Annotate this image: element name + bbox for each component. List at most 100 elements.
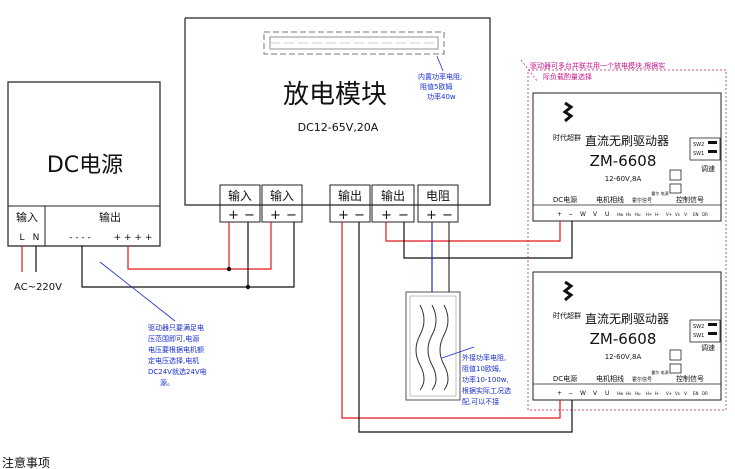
driver-2-title: 直流无刷驱动器 [585, 312, 669, 326]
terminal-input-1: 输入 [228, 188, 252, 203]
svg-text:DR: DR [702, 391, 708, 396]
terminal-polarity-marks: + − + − + − + − + − [228, 208, 453, 223]
driver-2-switch-b [669, 363, 682, 374]
external-resistor [405, 291, 461, 401]
svg-text:U: U [605, 390, 609, 397]
driver-2-speed: 调速 [701, 343, 715, 352]
driver-2-group-control: 控制信号 [676, 374, 704, 383]
terminal-resistor: 电阻 [426, 189, 450, 203]
internal-resistor-note: 内置功率电阻;阻值5欧姆功率40w [418, 72, 462, 101]
dc-supply-outline [7, 81, 161, 247]
wires [21, 221, 573, 433]
svg-text:EN: EN [693, 212, 699, 217]
driver-2-group-hall: 霍尔信号 [632, 376, 652, 383]
svg-text:DR: DR [702, 212, 708, 217]
driver-1-group-hall: 霍尔信号 [632, 197, 652, 204]
driver-2-brand: 时代超群 [553, 311, 581, 320]
svg-text:+: + [557, 211, 562, 218]
dc-supply-title: DC电源 [47, 153, 123, 178]
svg-text:Hu: Hu [635, 212, 641, 217]
svg-text:U: U [605, 211, 609, 218]
driver-1-sw1: SW1 [693, 151, 704, 157]
svg-text:−: − [568, 390, 573, 397]
brand-logo-icon [562, 101, 574, 123]
resistor-note-arrow [441, 346, 475, 359]
discharge-module-spec: DC12-65V,20A [298, 121, 379, 134]
ac-input-label: AC~220V [14, 282, 62, 293]
svg-text:V-: V- [684, 212, 689, 217]
dc-power-supply: DC电源 输入 输出 L N - - - - + + + + AC~220V [7, 81, 161, 293]
svg-text:−: − [286, 208, 297, 223]
external-resistor-note: 外接功率电阻,阻值10欧姆,功率10-100w, 根据实际工况选配,可以不接 [462, 353, 511, 406]
driver-1-spec: 12-60V,8A [605, 175, 642, 183]
svg-text:+: + [426, 208, 437, 223]
dc-supply-l: L [19, 233, 24, 243]
driver-1: 时代超群 直流无刷驱动器 ZM-6608 12-60V,8A SW2 SW1 调… [532, 92, 722, 222]
internal-note-arrow [436, 55, 444, 72]
driver-1-sw2: SW2 [693, 142, 704, 148]
svg-text:H-: H- [655, 212, 660, 217]
svg-text:W: W [580, 211, 586, 218]
driver-2-switch-a [669, 349, 682, 361]
driver-2-sw2: SW2 [693, 324, 704, 330]
svg-text:Hu: Hu [635, 391, 641, 396]
driver-1-group-dc: DC电源 [553, 195, 577, 204]
terminal-input-2: 输入 [270, 188, 294, 203]
driver-1-model: ZM-6608 [590, 152, 657, 170]
svg-text:V+: V+ [666, 212, 672, 217]
terminal-output-2: 输出 [381, 188, 405, 203]
internal-resistor-icon [263, 31, 445, 55]
svg-text:+: + [270, 208, 281, 223]
dc-supply-plus-terminals: + + + + [114, 233, 153, 243]
discharge-module: 放电模块 DC12-65V,20A 内置功率电阻;阻值5欧姆功率40w 输入 输… [184, 17, 491, 223]
driver-1-group-motor: 电机相线 [596, 195, 624, 204]
drivers-dashed-border [527, 69, 727, 411]
discharge-module-title: 放电模块 [283, 80, 387, 110]
parallel-drivers-note: 驱动器可多台并联共用一个放电模块,根据实际负载酌量选择 [530, 61, 665, 81]
dc-supply-minus-terminals: - - - - [69, 233, 91, 243]
svg-text:−: − [398, 208, 409, 223]
svg-text:Hv: Hv [626, 391, 632, 396]
discharge-module-outline [184, 17, 491, 206]
svg-text:−: − [442, 208, 453, 223]
svg-text:−: − [568, 211, 573, 218]
svg-text:H+: H+ [646, 391, 652, 396]
footer-text: 注意事项 [2, 455, 50, 469]
driver-1-switch-a [669, 169, 682, 181]
driver-2-spec: 12-60V,8A [605, 353, 642, 361]
driver-2-model: ZM-6608 [590, 330, 657, 348]
driver-1-group-hall-power: 霍尔 电源 [651, 190, 668, 196]
driver-1-title: 直流无刷驱动器 [585, 134, 669, 148]
svg-text:V-: V- [684, 391, 689, 396]
driver-1-speed: 调速 [701, 164, 715, 173]
svg-text:EN: EN [693, 391, 699, 396]
svg-text:Vs: Vs [675, 212, 680, 217]
svg-text:Hw: Hw [617, 391, 624, 396]
svg-text:H+: H+ [646, 212, 652, 217]
external-resistor-outline [405, 291, 461, 401]
svg-text:V: V [593, 390, 598, 397]
driver-2: 时代超群 直流无刷驱动器 ZM-6608 12-60V,8A SW2 SW1 调… [532, 271, 722, 401]
driver-1-group-control: 控制信号 [676, 195, 704, 204]
supply-note-arrow [99, 261, 176, 322]
driver-2-sw1: SW1 [693, 333, 704, 339]
svg-text:−: − [244, 208, 255, 223]
svg-text:H-: H- [655, 391, 660, 396]
driver-2-group-hall-power: 霍尔 电源 [651, 369, 668, 375]
driver-2-group-motor: 电机相线 [596, 374, 624, 383]
terminal-output-1: 输出 [338, 188, 362, 203]
svg-text:V+: V+ [666, 391, 672, 396]
svg-text:−: − [354, 208, 365, 223]
driver-1-brand: 时代超群 [553, 133, 581, 142]
svg-text:Vs: Vs [675, 391, 680, 396]
dc-supply-input-label: 输入 [16, 210, 38, 224]
svg-text:+: + [381, 208, 392, 223]
svg-text:+: + [557, 390, 562, 397]
discharge-terminal-strip [219, 184, 459, 223]
driver-2-outline [532, 271, 722, 401]
svg-text:+: + [338, 208, 349, 223]
svg-text:V: V [593, 211, 598, 218]
driver-1-switch-b [669, 183, 682, 194]
